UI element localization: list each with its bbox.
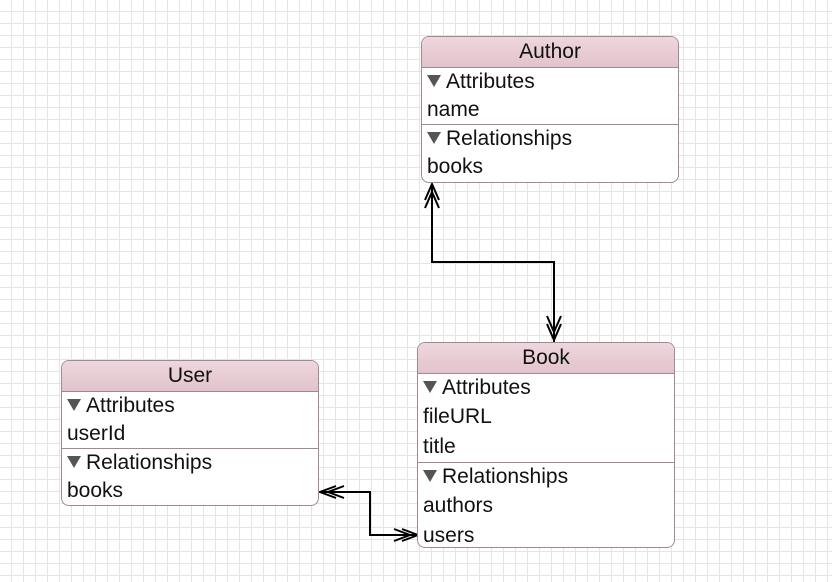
- user-relationships-header[interactable]: Relationships: [67, 449, 318, 477]
- book-relationships-label: Relationships: [442, 465, 569, 488]
- book-attributes-label: Attributes: [442, 376, 531, 399]
- disclosure-triangle-icon[interactable]: [67, 456, 81, 468]
- user-entity[interactable]: User Attributes userId Relationships boo…: [61, 360, 319, 506]
- author-attributes-header[interactable]: Attributes: [427, 68, 678, 96]
- book-side-end-arrow-second: [393, 528, 413, 542]
- disclosure-triangle-icon[interactable]: [423, 470, 437, 482]
- book-top-end-arrow: [546, 323, 562, 343]
- user-end-arrow: [317, 485, 337, 499]
- book-top-end-arrow-second: [546, 315, 562, 335]
- author-attribute-name[interactable]: name: [427, 98, 480, 121]
- book-relationship-users[interactable]: users: [423, 524, 475, 547]
- disclosure-triangle-icon[interactable]: [67, 399, 81, 411]
- author-relationships-label: Relationships: [446, 127, 573, 150]
- book-relationships-section: Relationships authors users: [418, 462, 674, 547]
- author-entity-title: Author: [422, 37, 678, 68]
- user-entity-title: User: [62, 361, 318, 392]
- user-book-relationship-line[interactable]: [320, 491, 418, 536]
- author-relationships-header[interactable]: Relationships: [427, 125, 678, 153]
- disclosure-triangle-icon[interactable]: [427, 132, 441, 144]
- author-relationship-books[interactable]: books: [427, 155, 484, 178]
- user-relationships-section: Relationships books: [62, 448, 318, 505]
- book-attribute-title[interactable]: title: [423, 435, 456, 458]
- user-relationship-books[interactable]: books: [67, 479, 124, 502]
- book-entity[interactable]: Book Attributes fileURL title Relationsh…: [417, 342, 675, 548]
- author-end-arrow: [424, 181, 440, 201]
- author-book-relationship-line[interactable]: [431, 184, 555, 342]
- book-attribute-fileurl[interactable]: fileURL: [423, 405, 492, 428]
- book-relationships-header[interactable]: Relationships: [423, 463, 674, 491]
- user-attribute-userid[interactable]: userId: [67, 422, 126, 445]
- user-attributes-header[interactable]: Attributes: [67, 392, 318, 420]
- user-attributes-label: Attributes: [86, 394, 175, 417]
- disclosure-triangle-icon[interactable]: [427, 75, 441, 87]
- author-attributes-label: Attributes: [446, 70, 535, 93]
- book-attributes-header[interactable]: Attributes: [423, 374, 674, 402]
- author-entity[interactable]: Author Attributes name Relationships boo…: [421, 36, 679, 183]
- disclosure-triangle-icon[interactable]: [423, 381, 437, 393]
- book-attributes-section: Attributes fileURL title: [418, 374, 674, 462]
- author-attributes-section: Attributes name: [422, 68, 678, 124]
- book-entity-title: Book: [418, 343, 674, 374]
- author-end-arrow-second: [424, 189, 440, 209]
- author-relationships-section: Relationships books: [422, 124, 678, 181]
- user-attributes-section: Attributes userId: [62, 392, 318, 448]
- user-end-arrow-second: [325, 485, 345, 499]
- book-relationship-authors[interactable]: authors: [423, 494, 494, 517]
- user-relationships-label: Relationships: [86, 451, 213, 474]
